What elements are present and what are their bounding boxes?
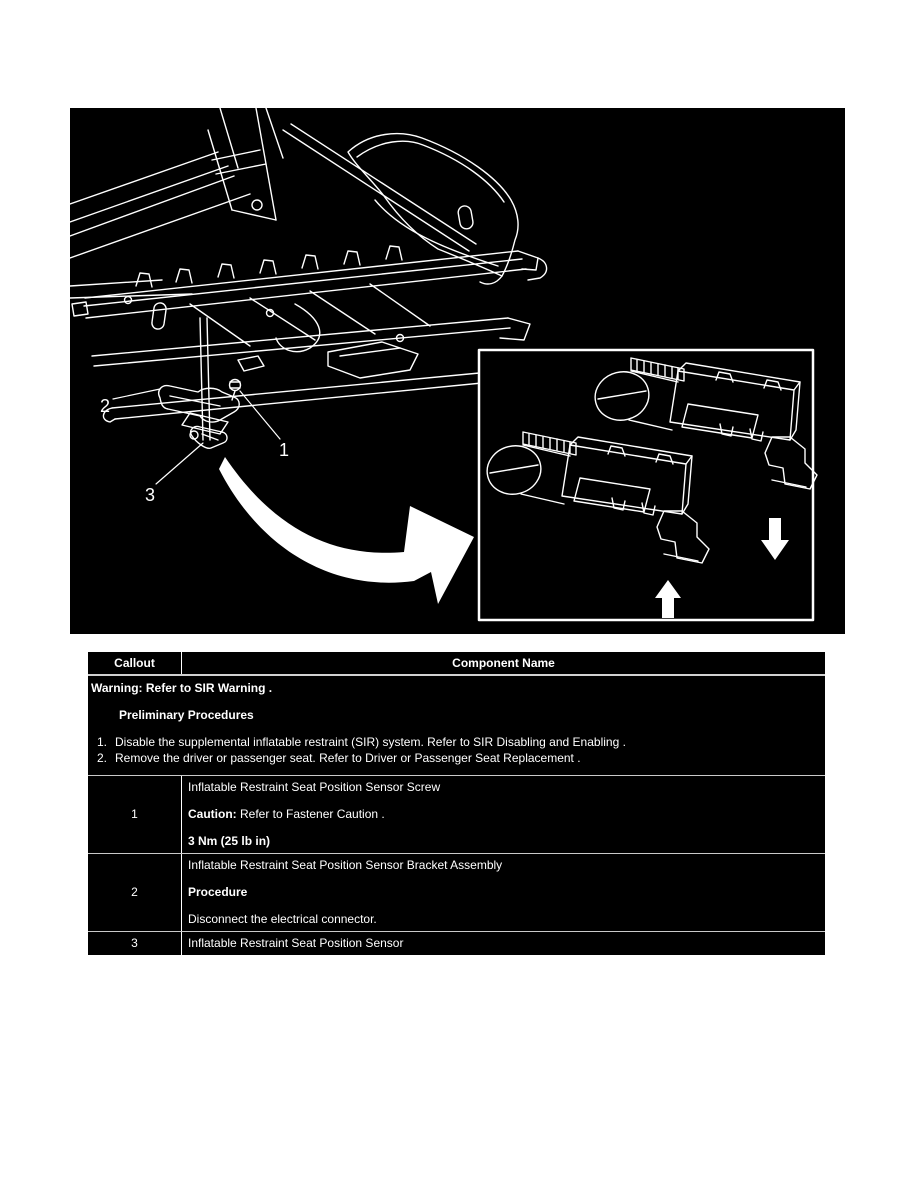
step-text: Disable the supplemental inflatable rest… — [115, 735, 626, 749]
component-name-column-header: Component Name — [452, 656, 555, 670]
table-row-callout-1: 1 Inflatable Restraint Seat Position Sen… — [88, 776, 825, 854]
table-row-callout-2: 2 Inflatable Restraint Seat Position Sen… — [88, 854, 825, 932]
position-sensor — [189, 425, 228, 449]
callout-number-cell: 3 — [88, 932, 182, 955]
table-preamble: Warning: Refer to SIR Warning . Prelimin… — [88, 676, 825, 776]
table-row-callout-3: 3 Inflatable Restraint Seat Position Sen… — [88, 932, 825, 955]
procedure-title-line: Procedure — [188, 885, 248, 899]
callout-number-cell: 2 — [88, 854, 182, 931]
preliminary-step-2: 2. Remove the driver or passenger seat. … — [91, 752, 822, 765]
callout-table: Callout Component Name Warning: Refer to… — [86, 650, 827, 957]
procedure-text-line: Disconnect the electrical connector. — [188, 912, 377, 926]
preliminary-procedures-title: Preliminary Procedures — [119, 708, 254, 722]
component-name-cell: Inflatable Restraint Seat Position Senso… — [182, 854, 825, 931]
remove-down-arrow — [761, 518, 789, 560]
leader-line-1 — [239, 390, 281, 440]
magnify-arrow — [219, 457, 474, 604]
headrest-slot — [457, 205, 474, 230]
caution-line: Caution: Refer to Fastener Caution . — [188, 807, 385, 821]
car-body-sill-lines — [70, 151, 251, 299]
seat-frame-rails — [71, 245, 548, 423]
step-number: 1. — [96, 735, 107, 749]
install-up-arrow — [655, 580, 681, 618]
callout-number-cell: 1 — [88, 776, 182, 853]
step-text: Remove the driver or passenger seat. Ref… — [115, 751, 581, 765]
callout-1-label: 1 — [279, 440, 289, 460]
table-header-row: Callout Component Name — [88, 652, 825, 676]
seat-back — [347, 133, 519, 285]
leader-line-2 — [112, 388, 161, 400]
callout-3-label: 3 — [145, 485, 155, 505]
preliminary-step-1: 1. Disable the supplemental inflatable r… — [91, 736, 822, 749]
seat-position-sensor-illustration: 2 1 3 — [70, 108, 845, 634]
component-name-cell: Inflatable Restraint Seat Position Senso… — [182, 776, 825, 853]
sensor-bracket-assembly — [158, 384, 240, 435]
preliminary-steps-list: 1. Disable the supplemental inflatable r… — [91, 736, 822, 765]
torque-spec-line: 3 Nm (25 lb in) — [188, 834, 271, 848]
callout-leader-lines — [112, 388, 281, 485]
leader-line-3 — [155, 442, 204, 485]
component-line: Inflatable Restraint Seat Position Senso… — [188, 780, 441, 794]
line-art-canvas: 2 1 3 — [70, 108, 818, 622]
component-name-cell: Inflatable Restraint Seat Position Senso… — [182, 932, 825, 955]
component-line: Inflatable Restraint Seat Position Senso… — [188, 858, 503, 872]
component-line: Inflatable Restraint Seat Position Senso… — [188, 936, 404, 950]
step-number: 2. — [96, 751, 107, 765]
callout-2-label: 2 — [100, 396, 110, 416]
sensor-screw — [228, 378, 242, 401]
sir-warning-text: Warning: Refer to SIR Warning . — [91, 681, 273, 695]
door-pillar — [207, 108, 477, 252]
callout-column-header: Callout — [88, 652, 182, 674]
